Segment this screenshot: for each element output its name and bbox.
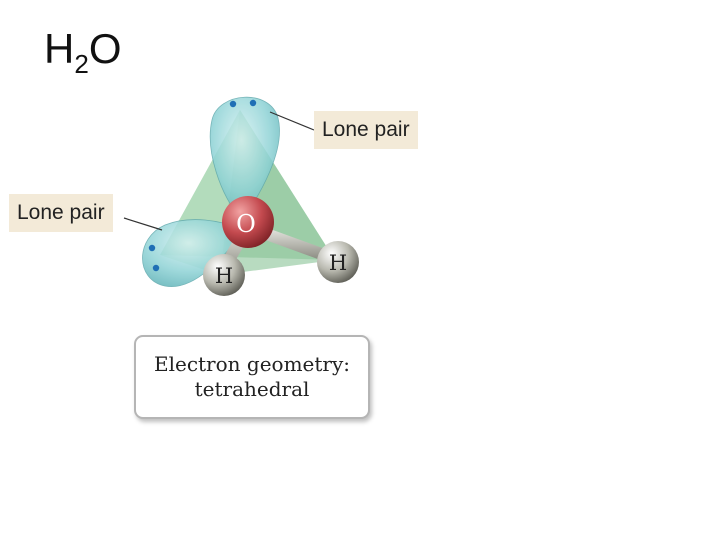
hydrogen-atom-label: H [329,251,347,275]
formula-element-o: O [88,25,122,72]
leader-line-top [269,111,315,131]
leader-line-left [123,217,163,231]
hydrogen-atom [317,241,359,283]
formula-element-h: H [44,25,75,72]
electron-dot [148,244,156,252]
caption-line-1: Electron geometry: [153,352,351,376]
caption-line-2: tetrahedral [194,377,310,401]
oxygen-atom [222,196,274,248]
oxygen-atom-label: O [236,210,256,238]
lone-pair-label-top: Lone pair [314,111,418,149]
electron-dot [249,99,257,107]
lone-pair-lobe-top [209,96,280,221]
molecule-formula: H2O [44,25,122,79]
hydrogen-atom-label: H [215,264,233,288]
hydrogen-atom [203,254,245,296]
electron-dot [152,264,160,272]
formula-subscript: 2 [74,49,89,79]
water-molecule-diagram: O H H [123,96,359,296]
electron-geometry-caption: Electron geometry: tetrahedral [134,335,370,419]
lone-pair-label-left: Lone pair [9,194,113,232]
electron-dot [229,100,237,108]
